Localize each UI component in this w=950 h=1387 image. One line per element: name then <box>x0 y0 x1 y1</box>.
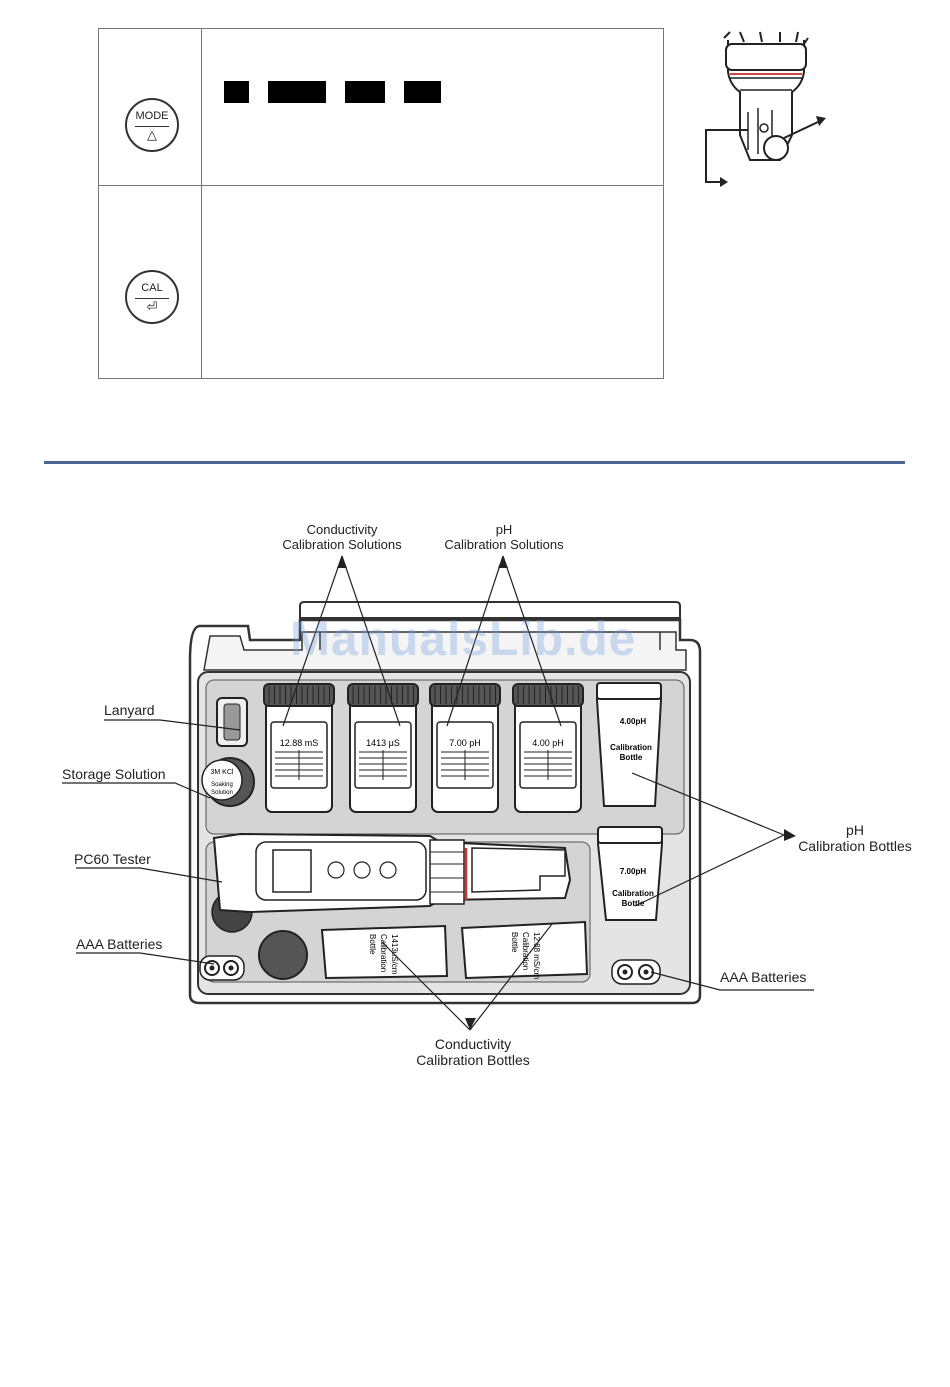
kit-illustration: 3M KCl Soaking Solution 12.88 mS 1413 μS 7… <box>62 555 814 1031</box>
mode-key-row <box>99 29 663 186</box>
key-function-table: MODE △ CAL ⏎ <box>98 28 664 379</box>
conductivity-solutions-label: Conductivity Calibration Solutions <box>282 522 402 552</box>
cond-tube-2-line-1: 12.88 mS/cm <box>532 932 541 979</box>
cond-tube-1-line-2: Calibration <box>379 934 388 972</box>
solution-bottle: 7.00 pH <box>429 683 501 813</box>
mode-key-icon: MODE △ <box>125 98 179 152</box>
ph-bottle-2-value: 7.00pH <box>620 867 646 876</box>
storage-solution-label: Storage Solution <box>62 766 166 782</box>
ph-solutions-label: pH Calibration Solutions <box>444 522 564 552</box>
cond-tube-2-line-2: Calibration <box>521 932 530 970</box>
redacted-block <box>268 81 326 103</box>
solution-bottle: 4.00 pH <box>512 683 584 813</box>
cond-tube-2-line-3: Bottle <box>510 932 519 953</box>
storage-cap-line-1: 3M KCl <box>211 769 234 776</box>
aaa-batteries-right <box>611 959 661 985</box>
ph-bottle-1-line-2: Bottle <box>620 753 643 762</box>
redacted-block <box>224 81 249 103</box>
cal-key-divider <box>135 298 169 299</box>
up-triangle-icon: △ <box>147 127 157 142</box>
mode-key-divider <box>135 126 169 127</box>
storage-cap-line-3: Solution <box>211 790 233 796</box>
ph-bottle-1-line-1: Calibration <box>610 743 652 752</box>
aaa-batteries-right-label: AAA Batteries <box>720 969 807 985</box>
cond-tube-1-line-3: Bottle <box>368 934 377 955</box>
watermark: ManualsLib.de <box>290 613 637 666</box>
aaa-batteries-left <box>199 955 245 981</box>
ph-bottle-2-line-1: Calibration <box>612 889 654 898</box>
cal-key-label: CAL <box>141 282 163 294</box>
solution-bottle-label: 1413 μS <box>366 738 400 748</box>
mode-key-label: MODE <box>135 110 169 122</box>
solution-bottle: 1413 μS <box>347 683 419 813</box>
cal-key-icon: CAL ⏎ <box>125 270 179 324</box>
redacted-block <box>404 81 441 103</box>
column-divider <box>201 29 202 378</box>
storage-cap-line-2: Soaking <box>211 782 233 788</box>
solution-bottle-label: 7.00 pH <box>449 738 481 748</box>
solution-bottle-label: 12.88 mS <box>280 738 319 748</box>
lanyard-label: Lanyard <box>104 702 155 718</box>
ph-bottle-1-value: 4.00pH <box>620 717 646 726</box>
aaa-batteries-left-label: AAA Batteries <box>76 936 163 952</box>
enter-icon: ⏎ <box>146 299 158 314</box>
redacted-block <box>345 81 385 103</box>
solution-bottle-label: 4.00 pH <box>532 738 564 748</box>
ph-bottles-label: pH Calibration Bottles <box>798 822 912 854</box>
conductivity-bottles-label: Conductivity Calibration Bottles <box>416 1036 530 1068</box>
electrode-probe-illustration <box>705 31 826 187</box>
ph-bottle-2-line-2: Bottle <box>622 899 645 908</box>
solution-bottles: 12.88 mS 1413 μS 7.00 pH 4.00 pH <box>263 683 584 813</box>
solution-bottle: 12.88 mS <box>263 683 335 813</box>
pc60-tester-label: PC60 Tester <box>74 851 151 867</box>
section-separator <box>44 461 905 464</box>
